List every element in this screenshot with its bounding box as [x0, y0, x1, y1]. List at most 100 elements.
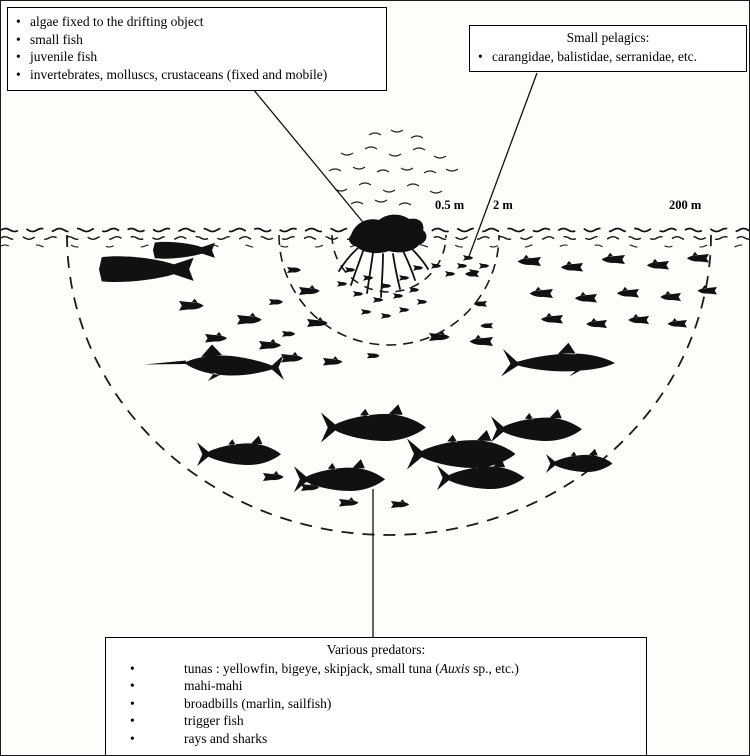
- ripple-mark: [412, 147, 426, 151]
- bullet-icon: •: [478, 48, 483, 64]
- tiny-fish-icon: [413, 265, 424, 271]
- list-item: • mahi-mahi: [116, 677, 636, 695]
- tiny-fish-icon: [337, 281, 348, 287]
- connector-attached-fauna: [252, 88, 368, 228]
- object-roots: [338, 246, 429, 298]
- tiny-fish-icon: [399, 307, 410, 313]
- ripple-mark: [390, 129, 404, 133]
- predator-item: mahi-mahi: [184, 678, 243, 693]
- tiny-fish-icon: [399, 275, 410, 281]
- bullet-icon: •: [130, 695, 135, 711]
- bullet-icon: •: [130, 713, 135, 728]
- medium-fish-icon: [667, 318, 687, 328]
- ripple-mark: [382, 189, 396, 193]
- tiny-fish-icon: [381, 313, 392, 319]
- tuna-icon: [546, 448, 613, 473]
- predator-item: broadbills (marlin, sailfish): [184, 695, 332, 711]
- ripple-mark: [358, 182, 372, 186]
- medium-fish-icon: [205, 331, 228, 343]
- bullet-icon: •: [130, 678, 135, 693]
- ripple-mark: [364, 146, 378, 150]
- predator-item: trigger fish: [184, 713, 244, 728]
- distance-label-2m: 2 m: [493, 198, 513, 212]
- list-item: • trigger fish: [116, 712, 636, 730]
- medium-fish-icon: [697, 285, 717, 295]
- medium-fish-icon: [263, 471, 284, 481]
- water-surface-line: [1, 227, 749, 233]
- attached-fauna-item: small fish: [30, 31, 83, 47]
- fish-layer: [99, 241, 717, 508]
- medium-fish-icon: [616, 286, 639, 298]
- shark-icon: [501, 342, 615, 377]
- tiny-fish-icon: [463, 255, 474, 261]
- tiny-fish-icon: [373, 297, 384, 303]
- ripple-mark: [368, 132, 382, 136]
- bullet-icon: •: [16, 66, 21, 82]
- predator-item-tunas: tunas : yellowfin, bigeye, skipjack, sma…: [184, 660, 440, 676]
- list-item: • algae fixed to the drifting object: [16, 13, 378, 31]
- small-fish-icon: [480, 323, 493, 329]
- medium-fish-icon: [517, 254, 541, 266]
- bullet-icon: •: [16, 31, 21, 47]
- tiny-fish-icon: [361, 309, 372, 315]
- medium-fish-icon: [686, 251, 709, 263]
- ripple-mark: [350, 201, 364, 205]
- range-circle-200m: [66, 234, 712, 536]
- medium-fish-icon: [646, 258, 669, 270]
- medium-fish-icon: [540, 312, 563, 324]
- medium-fish-icon: [560, 260, 583, 272]
- attached-fauna-item: algae fixed to the drifting object: [30, 14, 204, 29]
- ripple-mark: [328, 168, 342, 172]
- tuna-icon: [321, 404, 426, 443]
- range-circle-2m: [278, 234, 500, 346]
- medium-fish-icon: [299, 285, 320, 295]
- small-pelagics-box: Small pelagics: • carangidae, balistidae…: [469, 25, 747, 72]
- tiny-fish-icon: [445, 271, 456, 277]
- attached-fauna-item: juvenile fish: [30, 49, 98, 64]
- tiny-fish-icon: [393, 293, 404, 299]
- small-pelagics-item: carangidae, balistidae, serranidae, etc.: [492, 48, 698, 64]
- list-item: • juvenile fish: [16, 48, 378, 66]
- medium-fish-icon: [237, 312, 262, 325]
- predator-item-tunas-genus: Auxis: [439, 660, 470, 676]
- tiny-fish-icon: [479, 263, 490, 269]
- bullet-icon: •: [16, 49, 21, 64]
- distance-label-200m: 200 m: [669, 198, 702, 212]
- small-fish-icon: [287, 267, 301, 273]
- connector-small-pelagics: [467, 72, 538, 260]
- bullet-icon: •: [130, 730, 135, 746]
- marlin-icon: [144, 344, 284, 381]
- small-fish-icon: [367, 353, 380, 359]
- small-fish-icon: [269, 299, 283, 305]
- mahi-mahi-icon: [153, 241, 215, 259]
- ripple-mark: [340, 152, 354, 156]
- predators-box: Various predators: •tunas : yellowfin, b…: [105, 637, 647, 755]
- predator-item: rays and sharks: [184, 730, 268, 746]
- tiny-fish-icon: [417, 299, 428, 305]
- ripple-mark: [429, 190, 443, 194]
- small-fish-icon: [282, 331, 296, 337]
- medium-fish-icon: [339, 497, 359, 507]
- ripple-mark: [398, 202, 412, 206]
- tiny-fish-icon: [345, 267, 356, 273]
- list-item: • broadbills (marlin, sailfish): [116, 695, 636, 713]
- medium-fish-icon: [391, 499, 410, 508]
- medium-fish-icon: [628, 314, 649, 324]
- ripple-mark: [406, 183, 420, 187]
- tiny-fish-icon: [353, 291, 364, 297]
- ripple-mark: [376, 169, 390, 173]
- list-item: • rays and sharks: [116, 730, 636, 748]
- ripple-mark: [445, 168, 459, 172]
- ripple-mark: [433, 155, 447, 159]
- bullet-icon: •: [130, 660, 135, 676]
- list-item: • invertebrates, molluscs, crustaceans (…: [16, 66, 378, 84]
- medium-fish-icon: [281, 351, 304, 363]
- medium-fish-icon: [586, 318, 607, 328]
- mahi-mahi-icon: [99, 256, 194, 283]
- ripple-mark: [352, 166, 366, 170]
- medium-fish-icon: [601, 252, 625, 264]
- list-item: • tunas : yellowfin, bigeye, skipjack, sm…: [116, 660, 636, 678]
- medium-fish-icon: [660, 291, 681, 301]
